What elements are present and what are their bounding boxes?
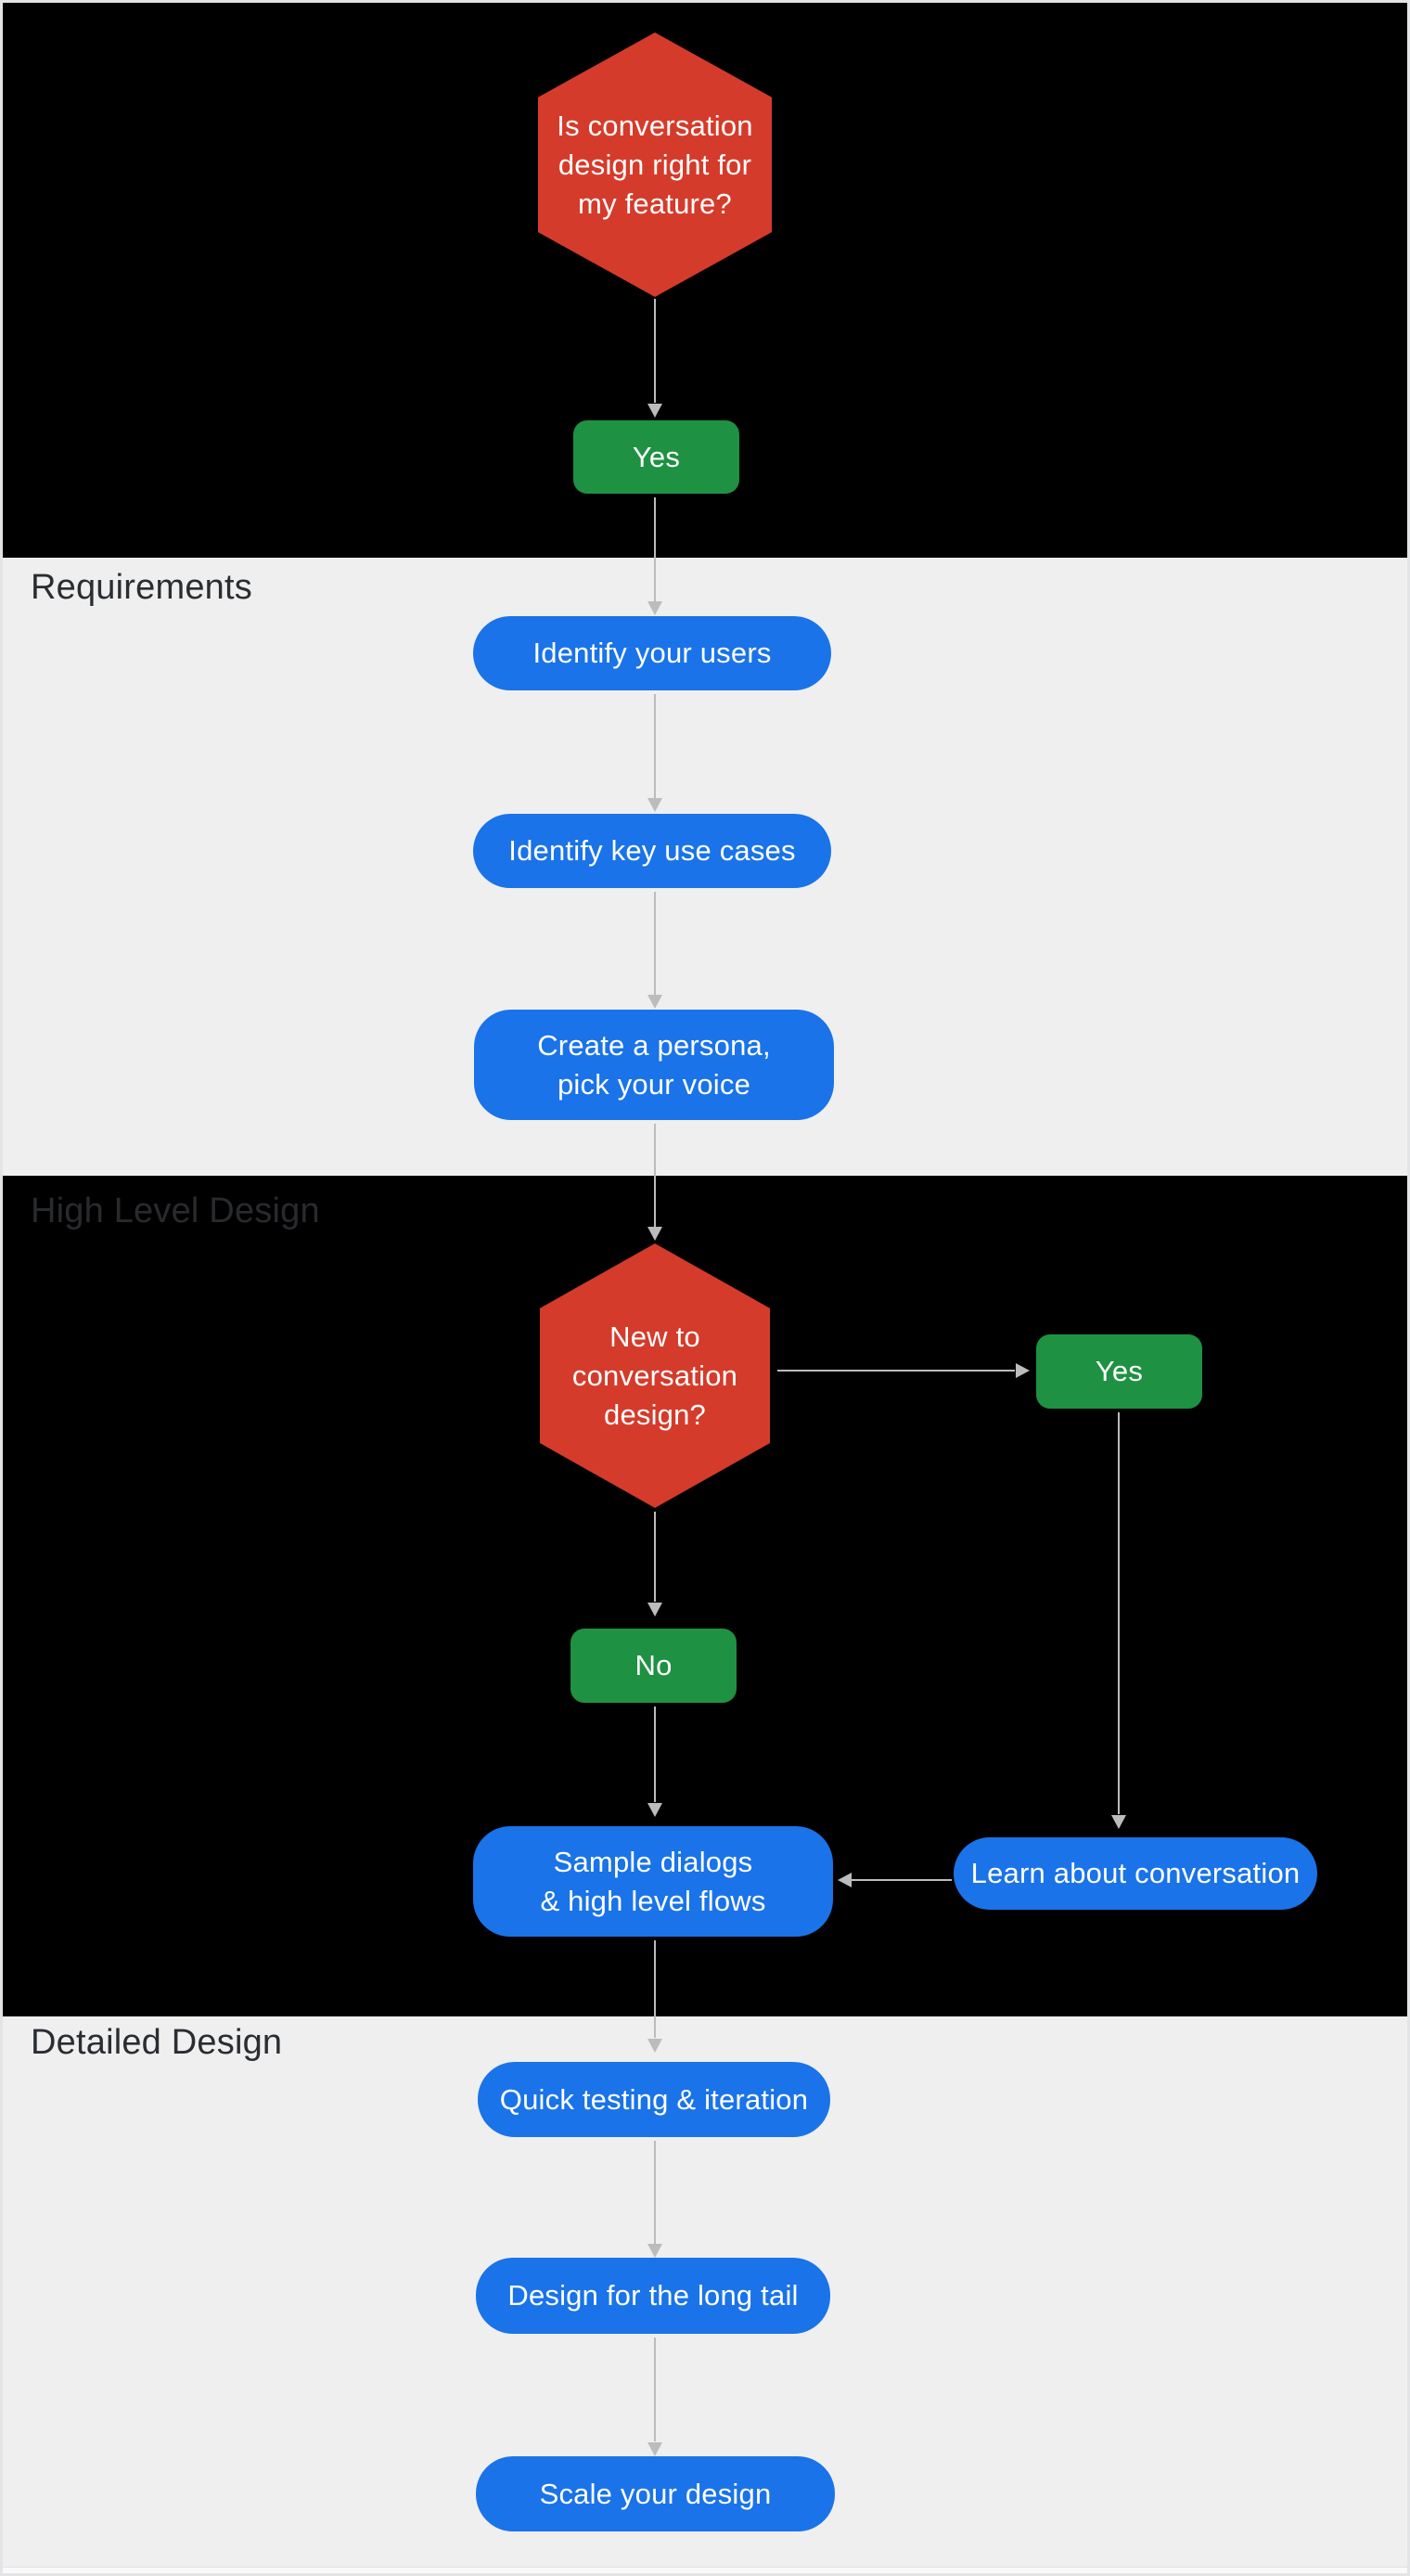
step-label: Identify key use cases (508, 834, 796, 867)
arrowhead-down-icon (647, 995, 662, 1009)
step-label-line: Create a persona, (537, 1028, 771, 1062)
step-label: Quick testing & iteration (499, 2082, 809, 2116)
step-node-identify-your-users: Identify your users (473, 616, 831, 690)
section-label-requirements: Requirements (31, 568, 252, 607)
step-node-sample-dialogs-high-level-flows: Sample dialogs & high level flows (473, 1826, 833, 1937)
arrowhead-down-icon (647, 601, 662, 615)
arrow-line-yes2-to-learn (1118, 1412, 1120, 1814)
arrow-line-quick-to-long-tail (654, 2141, 656, 2244)
arrow-line-hex2-to-no (654, 1512, 656, 1602)
arrow-line-hex2-to-yes (777, 1370, 1015, 1372)
decision-text-line: my feature? (578, 187, 732, 220)
step-node-scale-your-design: Scale your design (476, 2456, 835, 2531)
arrowhead-down-icon (1111, 1815, 1126, 1829)
arrowhead-down-icon (647, 2039, 662, 2053)
arrowhead-down-icon (647, 1803, 662, 1817)
arrow-line-use-cases-to-persona (654, 892, 656, 995)
step-node-learn-about-conversation: Learn about conversation (954, 1837, 1317, 1910)
answer-label: Yes (1095, 1355, 1144, 1387)
page-bottom-strip (0, 2567, 1410, 2576)
step-node-identify-key-use-cases: Identify key use cases (473, 814, 831, 888)
answer-label: Yes (632, 440, 681, 473)
step-label-line: Sample dialogs (553, 1845, 753, 1878)
arrow-line-yes1-to-identify-users (654, 497, 656, 601)
step-label: Identify your users (532, 637, 772, 669)
answer-label: No (634, 1649, 673, 1681)
step-node-quick-testing-iteration: Quick testing & iteration (478, 2062, 830, 2137)
arrowhead-left-icon (838, 1873, 852, 1887)
decision-text-line: conversation (571, 1359, 738, 1392)
arrowhead-down-icon (647, 1227, 662, 1241)
arrowhead-right-icon (1016, 1363, 1030, 1378)
step-node-create-persona-pick-voice: Create a persona, pick your voice (474, 1010, 834, 1120)
answer-node-no: No (570, 1629, 737, 1703)
step-label: Scale your design (539, 2477, 772, 2510)
step-label-line: & high level flows (540, 1884, 766, 1917)
arrow-line-learn-to-sample (852, 1879, 952, 1881)
answer-node-yes-1: Yes (573, 420, 739, 494)
decision-text-line: New to (609, 1320, 700, 1353)
arrowhead-down-icon (647, 2442, 662, 2456)
step-label-line: pick your voice (557, 1067, 751, 1101)
decision-node-is-conversation-design-right: Is conversation design right for my feat… (538, 32, 772, 297)
arrowhead-down-icon (647, 798, 662, 812)
arrow-line-hex1-to-yes (654, 299, 656, 403)
section-label-detailed-design: Detailed Design (31, 2023, 283, 2062)
arrow-line-persona-to-new-to-cd (654, 1124, 656, 1227)
decision-text-line: design right for (558, 148, 752, 181)
step-node-design-for-long-tail: Design for the long tail (476, 2258, 830, 2334)
arrow-line-users-to-use-cases (654, 694, 656, 798)
decision-node-new-to-conversation-design: New to conversation design? (540, 1243, 770, 1508)
arrowhead-down-icon (647, 1603, 662, 1616)
arrow-line-sample-to-quick-testing (654, 1940, 656, 2038)
arrow-line-long-tail-to-scale (654, 2338, 656, 2441)
decision-text-line: design? (604, 1397, 706, 1431)
step-label: Learn about conversation (970, 1857, 1301, 1889)
arrowhead-down-icon (647, 2244, 662, 2258)
arrowhead-down-icon (647, 404, 662, 418)
answer-node-yes-2: Yes (1036, 1334, 1202, 1409)
arrow-line-no-to-sample-dialogs (654, 1707, 656, 1802)
decision-text-line: Is conversation (557, 109, 753, 142)
section-label-high-level-design: High Level Design (31, 1191, 320, 1230)
step-label: Design for the long tail (507, 2279, 799, 2312)
